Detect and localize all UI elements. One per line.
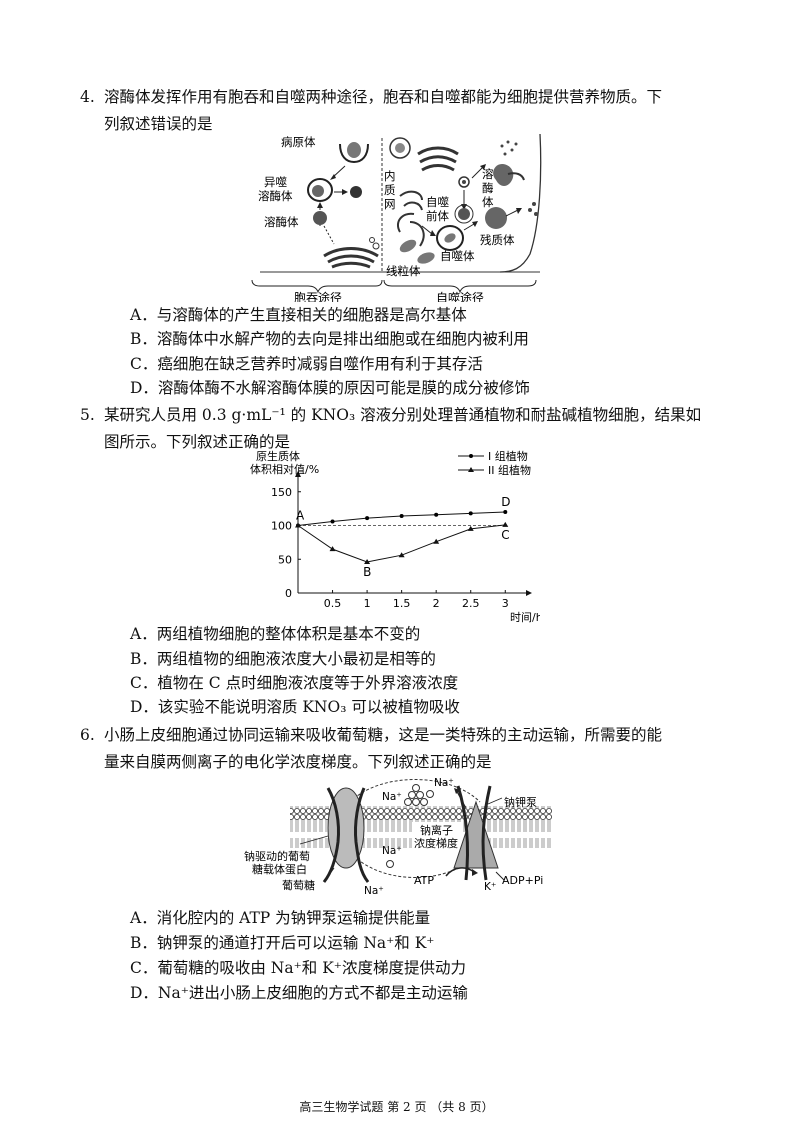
lysosome-pathway-figure: 病原体 异噬 溶酶体 溶酶体 内 质 网 自噬 前体 溶 酶 体 残质体 自噬体… (251, 134, 542, 302)
q4-option-a[interactable]: A．与溶酶体的产生直接相关的细胞器是高尔基体 (130, 306, 467, 324)
data-point (502, 521, 509, 527)
q6-option-c[interactable]: C．葡萄糖的吸收由 Na⁺和 K⁺浓度梯度提供动力 (130, 959, 466, 977)
y-axis-label-1: 原生质体 (256, 449, 300, 463)
label-endocytosis-path: 胞吞途径 (294, 290, 342, 302)
data-point (398, 552, 405, 558)
label-na-inner: Na⁺ (382, 845, 402, 857)
data-point (503, 510, 508, 514)
label-sodium-potassium-pump: 钠钾泵 (504, 795, 537, 809)
label-residual-body: 残质体 (480, 233, 515, 247)
chart-axes: 0.5 1 1.5 2 2.5 3 0 50 100 150 (271, 471, 532, 610)
label-lysosome-right-2: 酶 (482, 181, 494, 195)
x-tick-label: 2 (433, 597, 440, 610)
data-point (365, 516, 370, 521)
question-number: 5. (80, 406, 95, 424)
y-tick-label: 50 (278, 553, 292, 566)
question-number: 4. (80, 88, 95, 106)
label-pathogen: 病原体 (281, 135, 316, 149)
data-point (399, 514, 404, 519)
label-k: K⁺ (484, 881, 496, 893)
x-axis-arrow (526, 590, 532, 596)
label-carrier-2: 糖载体蛋白 (252, 862, 307, 876)
question-stem-line1: 小肠上皮细胞通过协同运输来吸收葡萄糖，这是一类特殊的主动运输，所需要的能 (104, 726, 663, 744)
q5-option-a[interactable]: A．两组植物细胞的整体体积是基本不变的 (130, 625, 421, 643)
q5-option-d[interactable]: D．该实验不能说明溶质 KNO₃ 可以被植物吸收 (130, 698, 460, 716)
page-footer: 高三生物学试题 第 2 页 （共 8 页） (299, 1100, 494, 1114)
data-point (467, 525, 474, 531)
label-adp-pi: ADP+Pi (502, 874, 543, 887)
label-atp: ATP (414, 874, 434, 887)
q6-option-b[interactable]: B．钠钾泵的通道打开后可以运输 Na⁺和 K⁺ (130, 934, 435, 952)
question-5: 5. 某研究人员用 0.3 g·mL⁻¹ 的 KNO₃ 溶液分别处理普通植物和耐… (80, 402, 704, 456)
label-autophagosome: 自噬体 (440, 249, 475, 263)
cotransport-figure: Na⁺ Na⁺ 钠钾泵 钠离子 浓度梯度 钠驱动的葡萄 糖载体蛋白 Na⁺ 葡萄… (244, 777, 552, 897)
label-mitochondria: 线粒体 (386, 264, 421, 278)
y-axis-arrow (295, 471, 301, 477)
point-label: D (501, 495, 510, 509)
chart-series (295, 510, 509, 564)
label-autophagy-path: 自噬途径 (436, 290, 484, 302)
question-stem-line1: 某研究人员用 0.3 g·mL⁻¹ 的 KNO₃ 溶液分别处理普通植物和耐盐碱植… (104, 406, 702, 424)
question-stem-line2: 量来自膜两侧离子的电化学浓度梯度。下列叙述正确的是 (104, 753, 492, 771)
y-tick-label: 150 (271, 486, 292, 499)
legend-marker (468, 467, 474, 472)
label-gradient-2: 浓度梯度 (414, 836, 458, 850)
q4-option-d[interactable]: D．溶酶体酶不水解溶酶体膜的原因可能是膜的成分被修饰 (130, 379, 530, 397)
data-point (295, 522, 301, 528)
y-tick-label: 100 (271, 520, 292, 533)
label-er-2: 质 (384, 183, 396, 197)
q6-option-a[interactable]: A．消化腔内的 ATP 为钠钾泵运输提供能量 (130, 909, 431, 927)
q6-option-d[interactable]: D．Na⁺进出小肠上皮细胞的方式不都是主动运输 (130, 984, 468, 1002)
point-label: C (501, 528, 509, 542)
x-tick-label: 3 (502, 597, 509, 610)
q4-option-b[interactable]: B．溶酶体中水解产物的去向是排出细胞或在细胞内被利用 (130, 330, 529, 348)
question-stem-line2: 列叙述错误的是 (104, 115, 213, 133)
label-lysosome-right-1: 溶 (482, 167, 494, 181)
label-autophagic-2: 前体 (426, 209, 449, 223)
y-axis-label-2: 体积相对值/% (250, 462, 319, 476)
label-er-1: 内 (384, 169, 396, 183)
label-na-bottom: Na⁺ (364, 885, 384, 897)
x-tick-label: 1 (364, 597, 371, 610)
legend-label: I 组植物 (488, 449, 528, 463)
question-number: 6. (80, 726, 95, 744)
x-tick-label: 1.5 (393, 597, 411, 610)
label-lysosome-right-3: 体 (482, 195, 494, 209)
label-glucose: 葡萄糖 (282, 878, 315, 892)
point-label: B (363, 565, 371, 579)
label-autophagic-1: 自噬 (426, 195, 449, 209)
label-heterophagy: 异噬 (264, 175, 287, 189)
q5-option-b[interactable]: B．两组植物的细胞液浓度大小最初是相等的 (130, 650, 436, 668)
x-tick-label: 2.5 (462, 597, 480, 610)
x-tick-label: 0.5 (324, 597, 342, 610)
label-na-top: Na⁺ (434, 777, 454, 789)
data-point (330, 519, 335, 524)
label-na-cluster: Na⁺ (382, 791, 402, 803)
question-6: 6. 小肠上皮细胞通过协同运输来吸收葡萄糖，这是一类特殊的主动运输，所需要的能 … (80, 722, 704, 776)
label-er-3: 网 (384, 197, 396, 211)
label-carrier-1: 钠驱动的葡萄 (244, 849, 310, 863)
question-4: 4. 溶酶体发挥作用有胞吞和自噬两种途径，胞吞和自噬都能为细胞提供营养物质。下 … (80, 84, 704, 138)
question-stem-line1: 溶酶体发挥作用有胞吞和自噬两种途径，胞吞和自噬都能为细胞提供营养物质。下 (104, 88, 663, 106)
data-point (433, 538, 440, 544)
data-point (329, 546, 336, 552)
question-stem-line2: 图所示。下列叙述正确的是 (104, 433, 291, 451)
label-hetero-lysosome: 溶酶体 (258, 189, 293, 203)
point-label: A (296, 509, 305, 523)
data-point (364, 558, 371, 564)
q5-option-c[interactable]: C．植物在 C 点时细胞液浓度等于外界溶液浓度 (130, 674, 459, 692)
legend-marker (469, 454, 473, 458)
series-line (297, 511, 506, 526)
y-tick-label: 0 (285, 587, 292, 600)
q4-option-c[interactable]: C．癌细胞在缺乏营养时减弱自噬作用有利于其存活 (130, 355, 483, 373)
legend-label: II 组植物 (488, 463, 531, 477)
x-axis-label: 时间/h (510, 611, 540, 623)
label-lysosome-left: 溶酶体 (264, 215, 299, 229)
label-gradient-1: 钠离子 (420, 823, 453, 837)
data-point (468, 511, 473, 516)
data-point (434, 512, 439, 517)
